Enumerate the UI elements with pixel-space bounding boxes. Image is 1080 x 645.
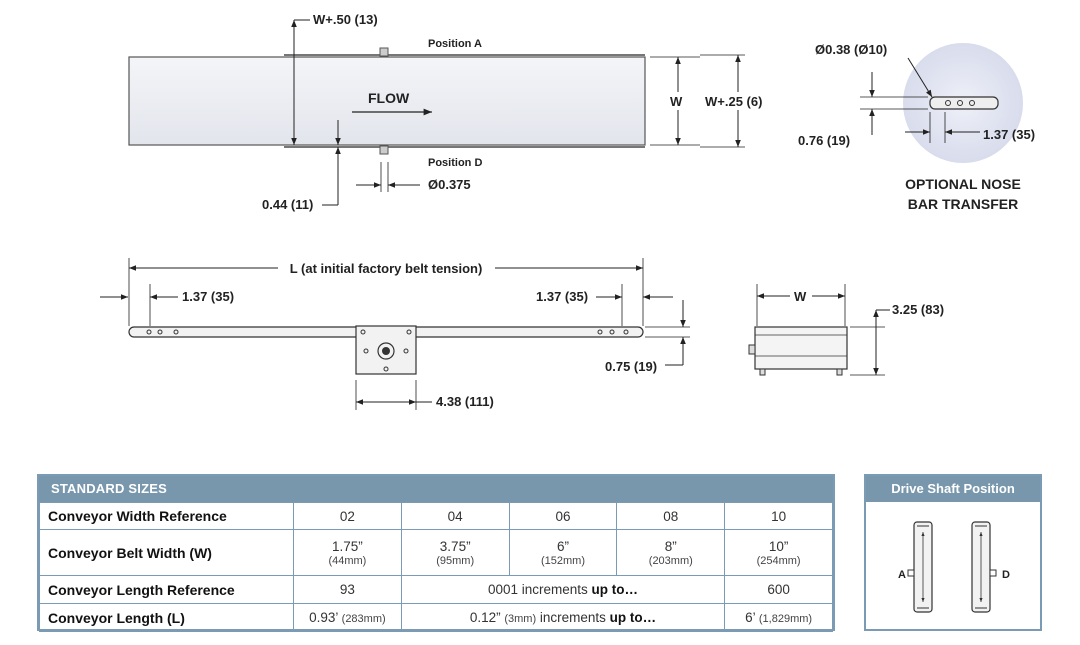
- cell-mm: (283mm): [341, 613, 386, 625]
- table-cell: 0001 increments up to…: [400, 575, 726, 604]
- dim-nose-1-37: 1.37 (35): [983, 127, 1035, 142]
- cell-mm: (152mm): [540, 554, 585, 567]
- cell-mm: (95mm): [436, 554, 475, 567]
- drive-label-a: A: [898, 569, 906, 581]
- row-label-length: Conveyor Length (L): [39, 603, 294, 632]
- dim-0-44: 0.44 (11): [262, 197, 313, 212]
- table-cell: 1.75”(44mm): [293, 529, 402, 576]
- drive-shaft-header: Drive Shaft Position: [866, 476, 1040, 502]
- label-position-a: Position A: [428, 38, 482, 50]
- nose-bar-detail: Ø0.38 (Ø10) 0.76 (19) 1.37 (35) OPTIONAL…: [798, 42, 1035, 212]
- cell-inch: 3.75”: [439, 538, 471, 554]
- side-view: L (at initial factory belt tension) 1.37…: [100, 258, 690, 410]
- cell-inch: 6”: [556, 538, 569, 554]
- table-row: Conveyor Length (L) 0.93’ (283mm) 0.12” …: [39, 603, 833, 632]
- cell-mm: (254mm): [756, 554, 801, 567]
- drive-label-d: D: [1002, 569, 1010, 581]
- belt-top-outline: [128, 56, 646, 146]
- label-flow: FLOW: [368, 90, 410, 106]
- table-row: Conveyor Belt Width (W) 1.75”(44mm) 3.75…: [39, 529, 833, 576]
- dim-dia-0-375: Ø0.375: [428, 177, 471, 192]
- table-cell: 06: [508, 502, 618, 530]
- table-cell: 10”(254mm): [724, 529, 833, 576]
- cell-inch: 8”: [664, 538, 677, 554]
- end-dim-height: 3.25 (83): [892, 302, 944, 317]
- drive-shaft-diagram: A D: [898, 521, 1010, 613]
- dim-left-1-37: 1.37 (35): [182, 289, 234, 304]
- dim-w: W: [670, 94, 683, 109]
- dim-0-75: 0.75 (19): [605, 359, 657, 374]
- cell-inch: 0.93’: [309, 610, 338, 625]
- table-cell: 6’ (1,829mm): [724, 603, 833, 632]
- cell-text: increments: [536, 610, 610, 625]
- cell-bold: up to…: [609, 610, 657, 625]
- table-row: Conveyor Width Reference 02 04 06 08 10: [39, 502, 833, 530]
- table-cell: 0.93’ (283mm): [293, 603, 402, 632]
- standard-sizes-table: STANDARD SIZES Conveyor Width Reference …: [37, 474, 835, 632]
- end-frame: [754, 326, 848, 370]
- table-cell: 93: [293, 575, 402, 604]
- shaft-position-a: [379, 47, 389, 57]
- shaft-position-d: [379, 145, 389, 155]
- table-cell: 6”(152mm): [508, 529, 618, 576]
- shaft-a: [907, 569, 915, 577]
- drawing-canvas: W+.50 (13) Position A Position D FLOW W …: [100, 12, 1035, 410]
- dim-w-plus-25: W+.25 (6): [705, 94, 762, 109]
- table-cell: 04: [400, 502, 510, 530]
- dim-nose-0-76: 0.76 (19): [798, 133, 850, 148]
- end-view: W 3.25 (83): [748, 284, 944, 376]
- cell-inch: 1.75”: [332, 538, 363, 554]
- nose-caption-line2: BAR TRANSFER: [908, 196, 1018, 212]
- table-cell: 600: [724, 575, 833, 604]
- shaft-d: [989, 569, 997, 577]
- row-label-length-ref: Conveyor Length Reference: [39, 575, 294, 604]
- dim-length: L (at initial factory belt tension): [290, 261, 483, 276]
- nose-caption-line1: OPTIONAL NOSE: [905, 176, 1021, 192]
- cell-bold: up to…: [591, 582, 639, 597]
- cell-mm: (203mm): [648, 554, 693, 567]
- table-cell: 10: [724, 502, 833, 530]
- cell-inch: 10”: [768, 538, 789, 554]
- end-dim-w: W: [794, 289, 807, 304]
- table-cell: 0.12” (3mm) increments up to…: [400, 603, 726, 632]
- table-cell: 02: [293, 502, 402, 530]
- dim-w-plus-50: W+.50 (13): [313, 12, 378, 27]
- dim-right-1-37: 1.37 (35): [536, 289, 588, 304]
- cell-inch: 0.12”: [469, 610, 501, 625]
- cell-mm: (3mm): [504, 613, 537, 625]
- dim-4-38: 4.38 (111): [436, 394, 494, 409]
- dim-nose-dia: Ø0.38 (Ø10): [815, 42, 887, 57]
- cell-inch: 6’: [745, 610, 756, 625]
- drive-shaft-position-box: Drive Shaft Position A D: [864, 474, 1042, 631]
- table-row: Conveyor Length Reference 93 0001 increm…: [39, 575, 833, 604]
- cell-text: 0001 increments: [487, 582, 592, 597]
- top-view: W+.50 (13) Position A Position D FLOW W …: [128, 12, 773, 212]
- label-position-d: Position D: [428, 157, 482, 169]
- standard-sizes-header: STANDARD SIZES: [39, 476, 833, 502]
- table-cell: 08: [616, 502, 726, 530]
- table-cell: 3.75”(95mm): [400, 529, 510, 576]
- table-cell: 8”(203mm): [616, 529, 726, 576]
- row-label-belt-width: Conveyor Belt Width (W): [39, 529, 294, 576]
- cell-mm: (1,829mm): [758, 613, 813, 625]
- row-label-width-ref: Conveyor Width Reference: [39, 502, 294, 530]
- cell-mm: (44mm): [328, 554, 367, 567]
